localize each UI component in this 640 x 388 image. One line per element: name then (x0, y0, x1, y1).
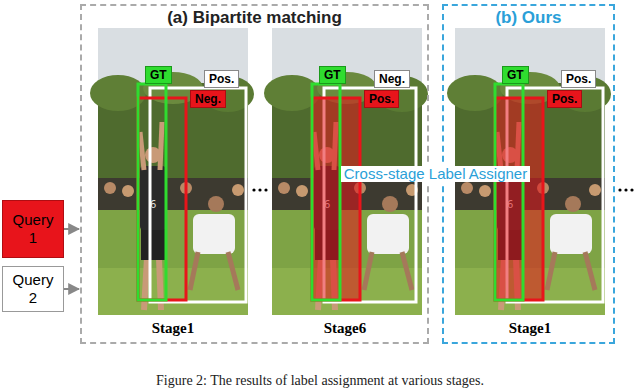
assignment-tag: Pos. (561, 70, 596, 88)
assignment-tag: Pos. (364, 90, 399, 108)
assignment-tag: Neg. (190, 90, 226, 108)
query-box: Query 1 (2, 200, 64, 258)
node-text: Neg. (379, 71, 405, 87)
node-text: Query 1 (10, 211, 56, 247)
gt-tag: GT (502, 66, 529, 84)
node-text: Neg. (195, 91, 221, 107)
connector-arrow (64, 228, 79, 230)
node-text: Pos. (566, 71, 591, 87)
node-text: GT (150, 67, 167, 83)
gt-tag: GT (145, 66, 172, 84)
node-text: Pos. (369, 91, 394, 107)
assignment-tag: Pos. (204, 70, 239, 88)
connector-arrow (64, 288, 79, 290)
edge-label: Cross-stage Label Assigner (341, 166, 530, 182)
query-box: Query 2 (2, 266, 64, 312)
stage-label: Stage6 (324, 320, 367, 336)
assignment-tag: Pos. (547, 90, 582, 108)
node-text: GT (507, 67, 524, 83)
assignment-tag: Neg. (374, 70, 410, 88)
node-text: (b) Ours (444, 8, 613, 28)
figure-caption: Figure 2: The results of label assignmen… (156, 373, 484, 388)
node-text: Query 2 (10, 271, 56, 307)
node-text: (a) Bipartite matching (82, 8, 427, 28)
stage-label: Stage1 (152, 320, 195, 336)
stage-label: Stage1 (509, 320, 552, 336)
node-text: GT (324, 67, 341, 83)
node-text: Pos. (552, 91, 577, 107)
node-text: Pos. (209, 71, 234, 87)
gt-tag: GT (319, 66, 346, 84)
